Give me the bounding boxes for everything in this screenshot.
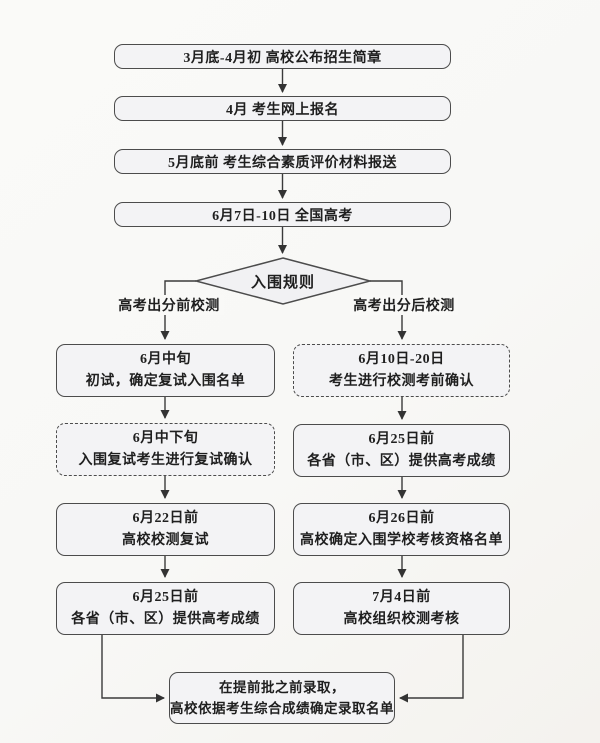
node-line1: 6月10日-20日 <box>358 351 445 367</box>
node-line2: 高校组织校测考核 <box>343 611 460 627</box>
node-line1: 6月中旬 <box>140 351 191 367</box>
node-quality-materials-submission: 5月底前 考生综合素质评价材料报送 <box>114 149 451 174</box>
branch-label-pre-score-test: 高考出分前校测 <box>115 295 223 315</box>
decision-qualification-rules: 入围规则 <box>196 258 370 304</box>
node-line1: 6月22日前 <box>132 510 199 526</box>
node-label: 5月底前 考生综合素质评价材料报送 <box>168 155 397 171</box>
node-label: 4月 考生网上报名 <box>226 102 339 118</box>
node-label: 3月底-4月初 高校公布招生简章 <box>183 50 382 66</box>
branch-label-post-score-test: 高考出分后校测 <box>350 295 458 315</box>
node-line1: 7月4日前 <box>372 589 431 605</box>
node-left-preliminary-test: 6月中旬 初试，确定复试入围名单 <box>56 344 275 397</box>
node-publish-admission-brochure: 3月底-4月初 高校公布招生简章 <box>114 44 451 69</box>
node-line2: 高校确定入围学校考核资格名单 <box>300 532 503 548</box>
node-line1: 6月25日前 <box>368 431 435 447</box>
node-line2: 各省（市、区）提供高考成绩 <box>71 611 260 627</box>
node-line2: 高校依据考生综合成绩确定录取名单 <box>170 701 394 716</box>
node-left-retest-confirmation: 6月中下旬 入围复试考生进行复试确认 <box>56 423 275 476</box>
node-final-admission: 在提前批之前录取， 高校依据考生综合成绩确定录取名单 <box>169 672 395 724</box>
node-line2: 高校校测复试 <box>122 532 209 548</box>
node-right-qualification-list: 6月26日前 高校确定入围学校考核资格名单 <box>293 503 510 556</box>
node-right-school-assessment: 7月4日前 高校组织校测考核 <box>293 582 510 635</box>
node-line2: 各省（市、区）提供高考成绩 <box>307 453 496 469</box>
decision-label: 入围规则 <box>250 274 315 291</box>
node-left-provinces-provide-scores: 6月25日前 各省（市、区）提供高考成绩 <box>56 582 275 635</box>
node-line2: 考生进行校测考前确认 <box>329 373 474 389</box>
node-line1: 在提前批之前录取， <box>219 680 345 695</box>
node-national-gaokao: 6月7日-10日 全国高考 <box>114 202 451 227</box>
node-right-pre-exam-confirmation: 6月10日-20日 考生进行校测考前确认 <box>293 344 510 397</box>
node-line1: 6月中下旬 <box>132 430 199 446</box>
node-label: 6月7日-10日 全国高考 <box>212 208 353 224</box>
node-line2: 初试，确定复试入围名单 <box>85 373 246 389</box>
node-right-provinces-provide-scores: 6月25日前 各省（市、区）提供高考成绩 <box>293 424 510 477</box>
node-online-registration: 4月 考生网上报名 <box>114 96 451 121</box>
node-line1: 6月26日前 <box>368 510 435 526</box>
node-line2: 入围复试考生进行复试确认 <box>78 452 253 468</box>
node-left-school-retest: 6月22日前 高校校测复试 <box>56 503 275 556</box>
node-line1: 6月25日前 <box>132 589 199 605</box>
